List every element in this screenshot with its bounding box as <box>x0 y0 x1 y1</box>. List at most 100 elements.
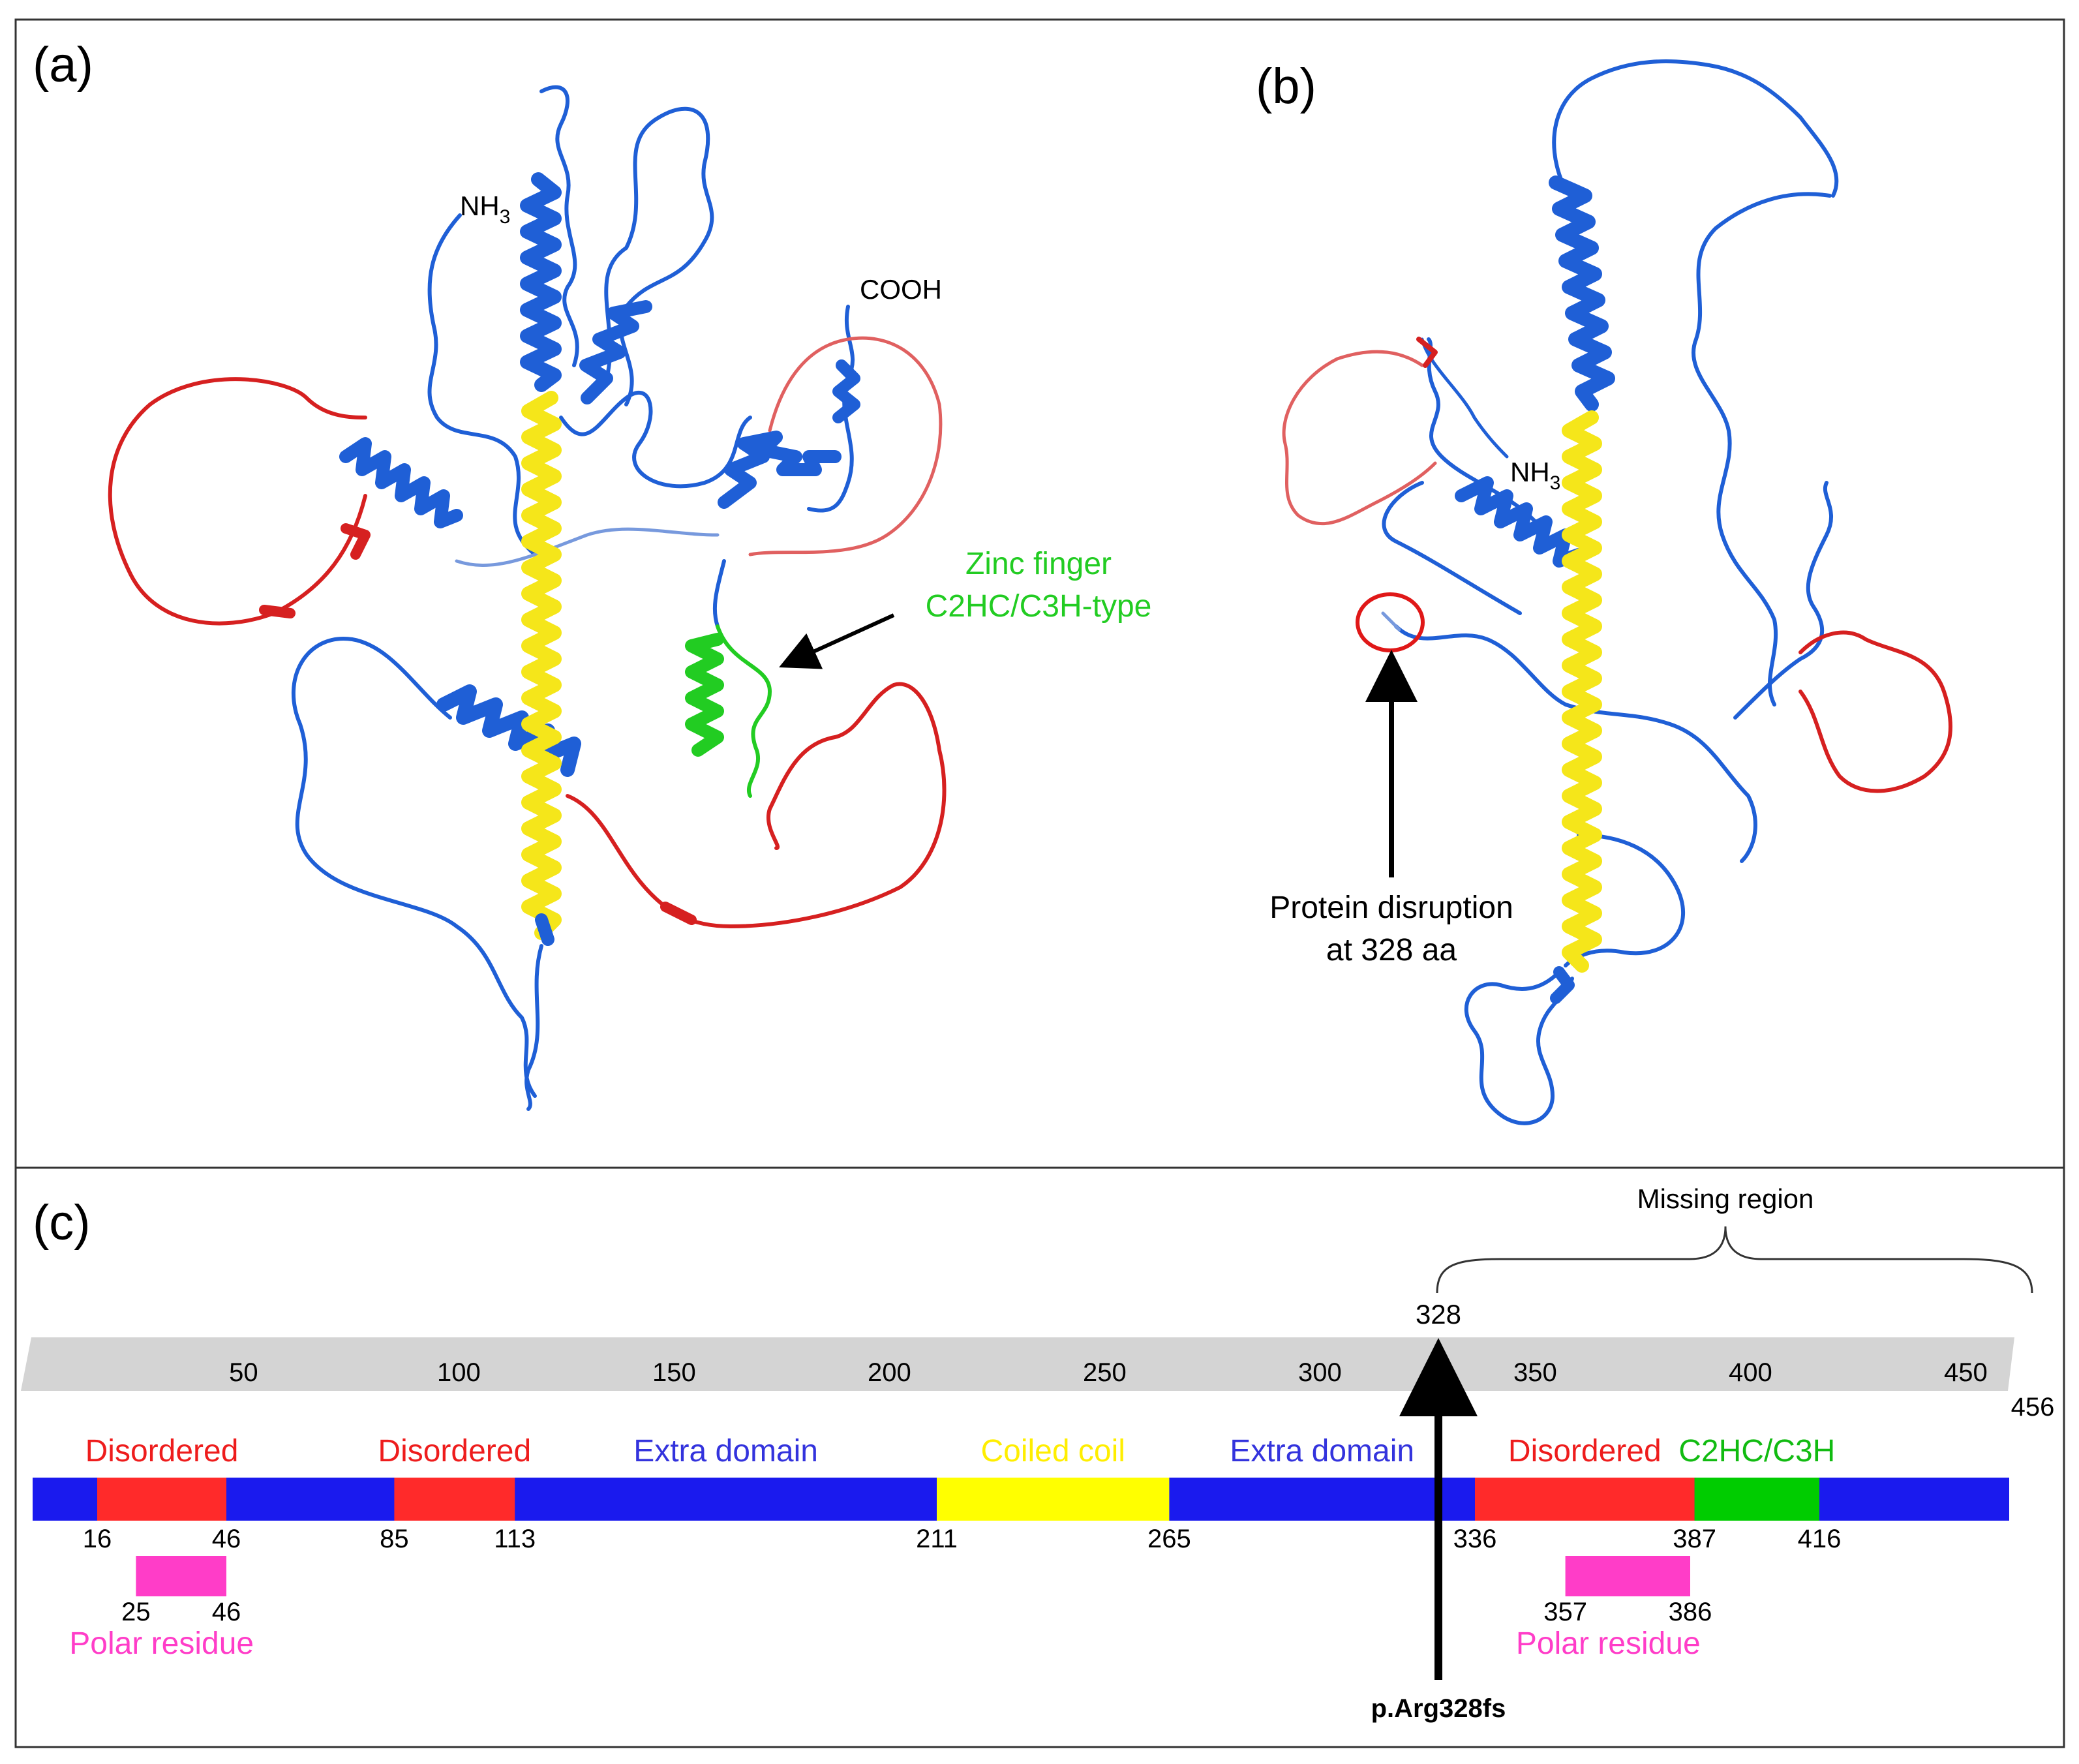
mutation-position-label: 328 <box>1416 1299 1461 1330</box>
ruler-tick-300: 300 <box>1298 1358 1342 1387</box>
panel-c-label: (c) <box>33 1195 91 1251</box>
coiled-coil-helix <box>521 391 562 940</box>
b-red-loop-right <box>1798 630 1952 793</box>
helix-lower-left <box>436 684 581 777</box>
ruler-tick-250: 250 <box>1083 1358 1127 1387</box>
boundary-label-85: 85 <box>380 1525 409 1553</box>
b-blue-loop-right-lower <box>1733 481 1834 720</box>
domain-label-6: C2HC/C3H <box>1678 1434 1835 1468</box>
boundary-label-16: 16 <box>83 1525 112 1553</box>
b-coiled-coil-helix <box>1562 410 1602 973</box>
red-strand-bottom <box>660 902 697 925</box>
panel-b-structure <box>1282 59 1952 1125</box>
red-strand-left-2 <box>259 605 296 618</box>
ruler-tick-200: 200 <box>868 1358 911 1387</box>
figure-border <box>14 18 2065 1748</box>
domain-segment-3 <box>937 1478 1170 1521</box>
polar-residue-end-0: 46 <box>212 1598 241 1626</box>
panel-b-nh3: NH3 <box>1510 457 1560 494</box>
zinc-finger-title: Zinc finger <box>965 547 1112 581</box>
panel-c: (c) Missing region 50 100 150 200 250 300 350 4… <box>21 1183 2054 1723</box>
polar-residue-start-0: 25 <box>121 1598 151 1626</box>
domain-segment-0 <box>97 1478 226 1521</box>
boundary-label-46: 46 <box>212 1525 241 1553</box>
boundary-label-387: 387 <box>1673 1525 1716 1553</box>
domain-label-4: Extra domain <box>1230 1434 1414 1468</box>
polar-residue-label-1: Polar residue <box>1516 1626 1701 1661</box>
ruler-end-label: 456 <box>2011 1393 2055 1422</box>
domain-segment-5 <box>1475 1478 1695 1521</box>
panel-b: (b) NH3 Protein disruption at 328 aa <box>1256 59 1952 1125</box>
panel-a-cooh: COOH <box>860 274 942 305</box>
red-strand-left-1 <box>341 523 371 560</box>
domain-labels: Disordered Disordered Extra domain Coiled c… <box>85 1434 1836 1468</box>
panel-a: (a) <box>33 37 1152 1111</box>
ruler-tick-450: 450 <box>1944 1358 1988 1387</box>
b-red-loop-left <box>1282 350 1437 526</box>
domain-label-3: Coiled coil <box>980 1434 1125 1468</box>
b-blue-loop-right <box>1691 192 1832 707</box>
helix-upper-spine <box>520 172 562 392</box>
ruler-ticks: 50 100 150 200 250 300 350 400 450 <box>229 1358 1988 1387</box>
ruler-band <box>21 1337 2014 1391</box>
b-blue-loop-mid <box>1394 624 1757 863</box>
panel-b-label: (b) <box>1256 59 1316 114</box>
helix-left <box>339 437 463 528</box>
panel-a-label: (a) <box>33 37 93 93</box>
blue-cross-thread <box>455 527 720 567</box>
polar-residue-box-0 <box>136 1556 226 1596</box>
ruler-tick-400: 400 <box>1729 1358 1772 1387</box>
blue-connector-zinc <box>712 559 726 628</box>
domain-segments <box>97 1478 1819 1521</box>
blue-loop-cooh <box>807 305 855 513</box>
red-loop-left <box>108 377 367 626</box>
domain-label-2: Extra domain <box>633 1434 818 1468</box>
polar-residue-label-0: Polar residue <box>69 1626 254 1661</box>
b-blue-loop-left <box>1382 481 1522 615</box>
b-blue-loop-top <box>1552 59 1839 198</box>
b-helix-top <box>1549 175 1615 412</box>
blue-loop-upper-mid <box>539 85 579 367</box>
helix-right-mid <box>718 431 842 509</box>
boundary-label-336: 336 <box>1453 1525 1497 1553</box>
helix-cooh <box>832 359 860 423</box>
ruler-tick-100: 100 <box>437 1358 481 1387</box>
b-helix-bottom <box>1550 966 1575 1004</box>
domain-label-1: Disordered <box>378 1434 531 1468</box>
helix-upper-tilted <box>579 300 652 404</box>
panel-a-structure <box>108 85 947 1111</box>
zinc-finger-helix <box>685 633 724 757</box>
polar-residue-start-1: 357 <box>1543 1598 1587 1626</box>
ruler-tick-50: 50 <box>229 1358 258 1387</box>
red-loop-cooh-arc <box>748 336 943 556</box>
blue-loop-upper-left <box>427 213 537 556</box>
domain-label-0: Disordered <box>85 1434 239 1468</box>
boundary-label-416: 416 <box>1798 1525 1842 1553</box>
zinc-finger-subtitle: C2HC/C3H-type <box>926 589 1152 624</box>
ruler-tick-150: 150 <box>652 1358 696 1387</box>
disruption-line1: Protein disruption <box>1269 890 1513 925</box>
missing-region-label: Missing region <box>1637 1183 1814 1214</box>
b-blue-loop-side <box>1564 833 1685 967</box>
polar-residue-end-1: 386 <box>1669 1598 1712 1626</box>
zinc-finger-loop <box>716 624 772 798</box>
ruler-tick-350: 350 <box>1513 1358 1557 1387</box>
blue-loop-lower-spine <box>524 944 543 1111</box>
disruption-line2: at 328 aa <box>1326 933 1457 967</box>
b-truncation-stub <box>1381 611 1401 631</box>
boundary-label-211: 211 <box>916 1525 958 1553</box>
zinc-finger-arrow <box>779 613 895 669</box>
blue-loop-bottom-left <box>292 637 537 1098</box>
mutation-label: p.Arg328fs <box>1371 1694 1506 1723</box>
boundary-label-265: 265 <box>1147 1525 1191 1553</box>
domain-segment-1 <box>394 1478 515 1521</box>
boundary-labels: 16 46 85 113 211 265 336 387 416 <box>83 1525 1842 1553</box>
b-blue-loop-bottom <box>1464 970 1574 1125</box>
boundary-label-113: 113 <box>494 1525 536 1553</box>
helix-lower-spine-tail <box>535 913 554 946</box>
domain-segment-6 <box>1694 1478 1819 1521</box>
missing-region-brace <box>1436 1226 2033 1294</box>
domain-label-5: Disordered <box>1508 1434 1662 1468</box>
